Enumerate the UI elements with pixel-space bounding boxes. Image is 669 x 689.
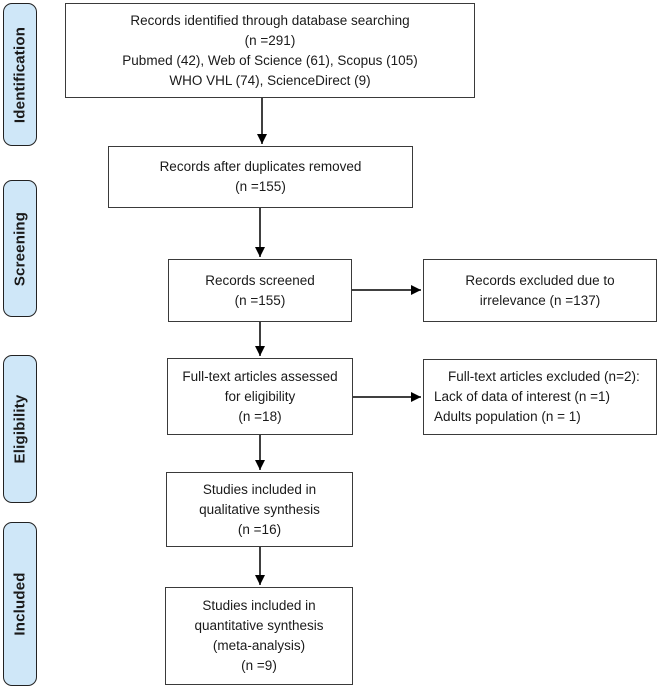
box-records-identified-line: WHO VHL (74), ScienceDirect (9) — [169, 72, 371, 88]
box-qualitative-synthesis: Studies included in qualitative synthesi… — [166, 472, 353, 547]
box-quantitative-synthesis-line: quantitative synthesis — [194, 618, 324, 633]
stage-label-identification-text: Identification — [11, 26, 29, 123]
box-records-identified-line: Pubmed (42), Web of Science (61), Scopus… — [122, 52, 418, 68]
box-records-excluded-line: irrelevance (n =137) — [479, 292, 601, 308]
box-qualitative-synthesis-line: Studies included in — [202, 481, 317, 497]
stage-label-identification: Identification — [3, 3, 37, 146]
box-fulltext-excluded-line: Full-text articles excluded (n=2): — [448, 369, 640, 384]
box-records-identified-line: Records identified through database sear… — [130, 12, 410, 28]
box-qualitative-synthesis-line: qualitative synthesis — [199, 501, 320, 517]
box-duplicates-removed-line: Records after duplicates removed — [159, 159, 362, 174]
box-fulltext-assessed-line: Full-text articles assessed — [182, 368, 338, 384]
stage-label-eligibility-text: Eligibility — [11, 394, 29, 464]
box-fulltext-assessed: Full-text articles assessed for eligibil… — [167, 358, 353, 435]
box-records-identified-line: (n =291) — [244, 32, 296, 48]
box-quantitative-synthesis: Studies included in quantitative synthes… — [165, 587, 353, 685]
box-qualitative-synthesis-line: (n =16) — [237, 521, 282, 537]
stage-label-screening-text: Screening — [11, 211, 29, 286]
box-fulltext-excluded-line: Lack of data of interest (n =1) — [434, 389, 610, 404]
box-quantitative-synthesis-line: (n =9) — [241, 658, 277, 673]
box-records-identified: Records identified through database sear… — [65, 3, 475, 98]
box-fulltext-excluded: Full-text articles excluded (n=2): Lack … — [423, 359, 657, 435]
stage-label-eligibility: Eligibility — [3, 355, 37, 503]
box-records-excluded-line: Records excluded due to — [465, 272, 615, 288]
box-records-excluded: Records excluded due to irrelevance (n =… — [423, 259, 657, 322]
box-fulltext-excluded-line: Adults population (n = 1) — [434, 409, 581, 424]
box-fulltext-assessed-line: for eligibility — [224, 388, 296, 404]
box-records-screened: Records screened (n =155) — [168, 259, 352, 322]
box-records-screened-line: (n =155) — [234, 292, 286, 308]
stage-label-included: Included — [3, 522, 37, 686]
box-fulltext-assessed-line: (n =18) — [238, 408, 282, 424]
box-quantitative-synthesis-line: (meta-analysis) — [212, 638, 306, 653]
stage-label-screening: Screening — [3, 180, 37, 317]
box-duplicates-removed-line: (n =155) — [235, 179, 286, 194]
box-duplicates-removed: Records after duplicates removed (n =155… — [108, 146, 413, 208]
box-quantitative-synthesis-line: Studies included in — [202, 598, 316, 613]
stage-label-included-text: Included — [11, 572, 29, 636]
box-records-screened-line: Records screened — [205, 272, 315, 288]
